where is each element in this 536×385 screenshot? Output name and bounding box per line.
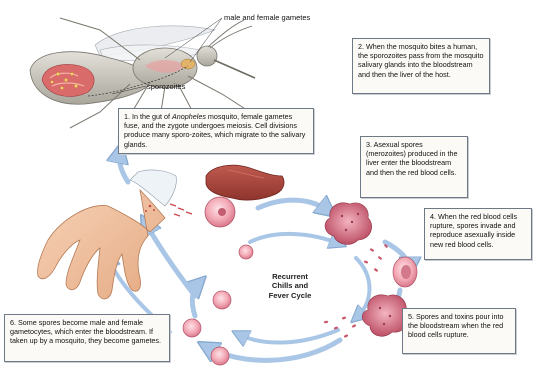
mosquito-head bbox=[197, 46, 217, 66]
cycle-label: Recurrent Chills and Fever Cycle bbox=[258, 272, 322, 300]
gametes-label: male and female gametes bbox=[224, 13, 310, 22]
human-hand bbox=[37, 170, 192, 299]
step-4-box: 4. When the red blood cells rupture, spo… bbox=[424, 208, 532, 260]
mosquito-proboscis bbox=[214, 60, 255, 78]
liver-cell bbox=[205, 197, 235, 227]
step-1-box: 1. In the gut of Anopheles mosquito, fem… bbox=[118, 108, 314, 154]
ruptured-cell bbox=[325, 203, 372, 245]
liver bbox=[206, 165, 284, 200]
step-6-box: 6. Some spores become male and female ga… bbox=[4, 314, 170, 362]
step-3-box: 3. Asexual spores (merozoites) produced … bbox=[360, 136, 468, 198]
step-2-box: 2. When the mosquito bites a human, the … bbox=[352, 38, 490, 94]
step-5-box: 5. Spores and toxins pour into the blood… bbox=[402, 308, 516, 354]
sporozoites-label: sporozoites bbox=[147, 82, 185, 91]
